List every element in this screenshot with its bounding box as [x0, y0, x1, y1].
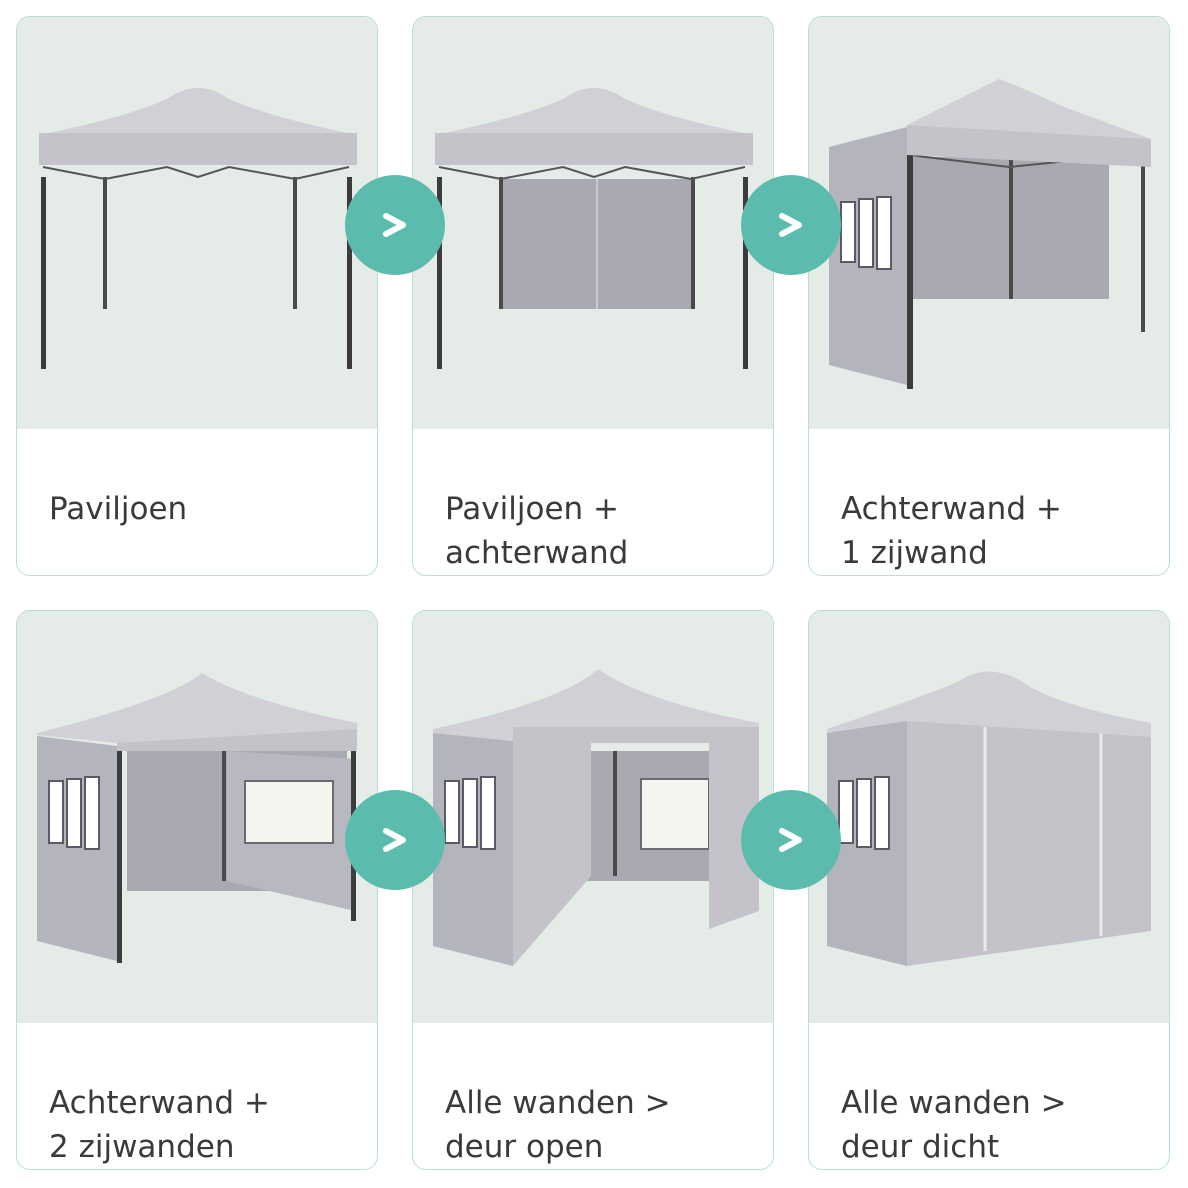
tent-illustration-deur-open [413, 611, 773, 1023]
tent-illustration-1-zijwand [809, 17, 1169, 429]
tent-illustration-2-zijwanden [17, 611, 377, 1023]
chevron-right-icon [779, 213, 802, 237]
option-label: Alle wanden > deur open [445, 1085, 671, 1165]
next-step-badge [345, 790, 445, 890]
tent-illustration-paviljoen [17, 17, 377, 429]
option-label: Achterwand + 2 zijwanden [49, 1085, 270, 1165]
option-card-achterwand-2-zijwanden: Achterwand + 2 zijwanden [16, 610, 378, 1170]
option-card-achterwand-1-zijwand: Achterwand + 1 zijwand [808, 16, 1170, 576]
option-label: Paviljoen [49, 491, 188, 527]
tent-illustration-achterwand [413, 17, 773, 429]
option-label: Alle wanden > deur dicht [841, 1085, 1067, 1165]
option-card-achterwand: Paviljoen + achterwand [412, 16, 774, 576]
next-step-badge [345, 175, 445, 275]
option-card-deur-open: Alle wanden > deur open [412, 610, 774, 1170]
option-card-deur-dicht: Alle wanden > deur dicht [808, 610, 1170, 1170]
next-step-badge [741, 175, 841, 275]
option-label: Achterwand + 1 zijwand [841, 491, 1062, 571]
chevron-right-icon [779, 828, 802, 852]
chevron-right-icon [383, 828, 406, 852]
next-step-badge [741, 790, 841, 890]
tent-illustration-deur-dicht [809, 611, 1169, 1023]
option-card-paviljoen: Paviljoen [16, 16, 378, 576]
option-label: Paviljoen + achterwand [445, 491, 629, 571]
chevron-right-icon [383, 213, 406, 237]
